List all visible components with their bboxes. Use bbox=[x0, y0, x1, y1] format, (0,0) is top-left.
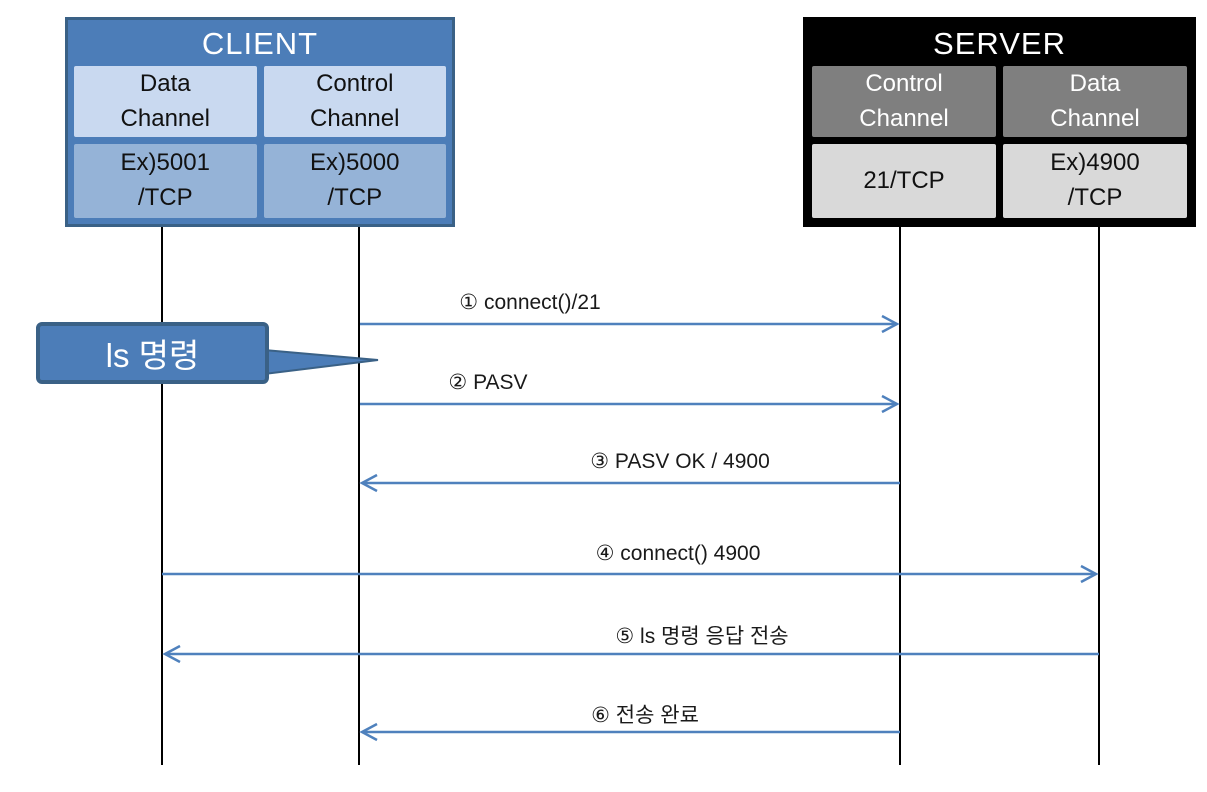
message-label-4: ④ connect() 4900 bbox=[595, 542, 761, 565]
arrow-1-connect-21 bbox=[360, 314, 900, 334]
client-control-port-cell: Ex)5000 /TCP bbox=[263, 144, 446, 218]
client-data-channel-cell: Data Channel bbox=[74, 66, 257, 137]
message-label-3: ③ PASV OK / 4900 bbox=[590, 450, 770, 473]
message-label-6: ⑥ 전송 완료 bbox=[591, 704, 699, 727]
arrow-2-pasv bbox=[360, 394, 900, 414]
server-data-port-cell: Ex)4900 /TCP bbox=[1003, 144, 1187, 218]
server-control-channel-cell: Control Channel bbox=[812, 66, 996, 137]
arrow-6-transfer-complete bbox=[359, 722, 900, 742]
message-label-2: ② PASV bbox=[448, 371, 528, 394]
callout-tail bbox=[263, 348, 379, 376]
server-title: SERVER bbox=[933, 26, 1066, 61]
message-label-1: ① connect()/21 bbox=[459, 291, 601, 314]
client-control-channel-cell: Control Channel bbox=[263, 66, 446, 137]
arrow-4-connect-4900 bbox=[162, 564, 1099, 584]
client-box: CLIENT Data Channel Control Channel Ex)5… bbox=[65, 17, 455, 227]
client-title: CLIENT bbox=[201, 26, 319, 61]
message-label-5: ⑤ ls 명령 응답 전송 bbox=[615, 625, 789, 648]
client-grid: Data Channel Control Channel Ex)5001 /TC… bbox=[68, 66, 452, 224]
server-control-port-cell: 21/TCP bbox=[812, 144, 996, 218]
client-data-port-cell: Ex)5001 /TCP bbox=[74, 144, 257, 218]
callout-text: ls 명령 bbox=[105, 337, 200, 374]
callout-ls-command: ls 명령 bbox=[36, 322, 269, 384]
arrow-3-pasv-ok bbox=[359, 473, 900, 493]
server-box: SERVER Control Channel Data Channel 21/T… bbox=[803, 17, 1196, 227]
server-data-channel-cell: Data Channel bbox=[1003, 66, 1187, 137]
arrow-5-ls-response bbox=[162, 644, 1099, 664]
server-grid: Control Channel Data Channel 21/TCP Ex)4… bbox=[806, 66, 1193, 224]
